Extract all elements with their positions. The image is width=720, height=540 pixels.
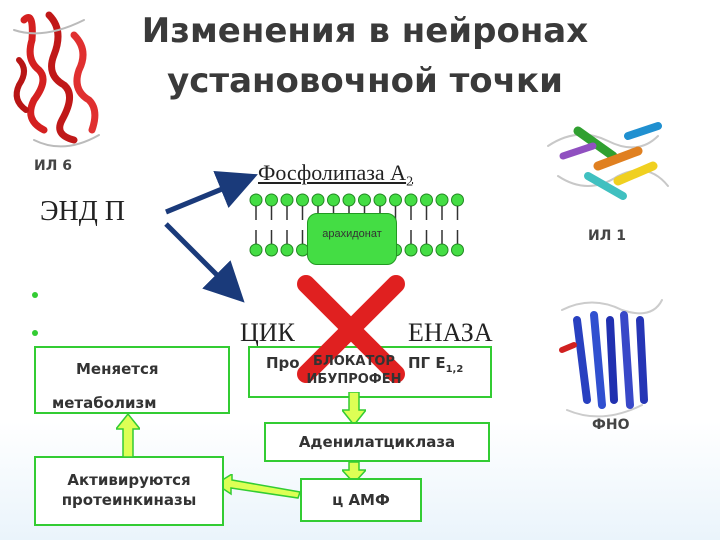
lipid-head <box>265 243 278 257</box>
phospholipase-label: Фосфолипаза А2 <box>258 160 413 190</box>
arachidonate-label: арахидонат <box>322 228 382 240</box>
bullet-dot <box>32 330 38 336</box>
metabolism-box: Меняется метаболизм <box>34 346 230 414</box>
cox-right-label: ЕНАЗА <box>408 318 493 347</box>
tnf-protein-image <box>559 299 663 418</box>
prostaglandin-subscript: 1,2 <box>445 364 464 375</box>
kinases-line-1: Активируются <box>67 471 191 489</box>
arrow-left-to-kinases <box>216 474 301 499</box>
lipid-head <box>249 243 263 257</box>
lipid-head <box>451 243 464 257</box>
phospholipase-name: Фосфолипаза А <box>258 160 407 185</box>
endp-label: ЭНД П <box>40 196 126 227</box>
prostaglandin-left: Про <box>266 354 300 372</box>
arrow-to-cox <box>164 222 245 303</box>
adenylate-cyclase-box: Аденилатциклаза <box>264 422 490 462</box>
il1-label: ИЛ 1 <box>588 228 626 244</box>
arrow-up-to-metabolism <box>116 414 140 458</box>
lipid-head <box>404 243 418 257</box>
arrow-down-to-camp <box>342 462 366 484</box>
lipid-head <box>420 243 433 257</box>
prostaglandin-right: ПГ Е <box>408 354 446 372</box>
arrow-to-phospholipase <box>165 170 258 215</box>
il6-protein-image <box>13 11 100 148</box>
title-line-2: установочной точки <box>167 61 563 101</box>
cox-left-label: ЦИК <box>240 318 295 347</box>
kinases-line-2: протеинкиназы <box>61 491 197 509</box>
blocker-line-1: БЛОКАТОР <box>313 354 395 369</box>
arachidonate-box: арахидонат <box>307 213 397 265</box>
arrow-down-to-adenylate <box>342 392 366 426</box>
blocker-line-2: ИБУПРОФЕН <box>306 372 402 387</box>
tnf-label: ФНО <box>592 417 630 433</box>
protein-kinases-box: Активируются протеинкиназы <box>34 456 224 526</box>
lipid-head <box>280 243 294 257</box>
title-line-1: Изменения в нейронах <box>141 11 589 51</box>
phospholipase-subscript: 2 <box>406 174 414 190</box>
il1-protein-image <box>547 122 669 200</box>
page-title: Изменения в нейронах установочной точки <box>70 6 660 106</box>
blocker-label: БЛОКАТОР ИБУПРОФЕН <box>298 353 410 389</box>
red-cross-icon <box>297 275 405 383</box>
bullet-dot <box>32 292 38 298</box>
camp-box: ц АМФ <box>300 478 422 522</box>
il6-label: ИЛ 6 <box>34 158 72 174</box>
metabolism-line-2: метаболизм <box>52 394 157 412</box>
metabolism-line-1: Меняется <box>76 360 159 378</box>
prostaglandin-right-wrap: ПГ Е1,2 <box>408 354 463 375</box>
lipid-head <box>435 243 449 257</box>
